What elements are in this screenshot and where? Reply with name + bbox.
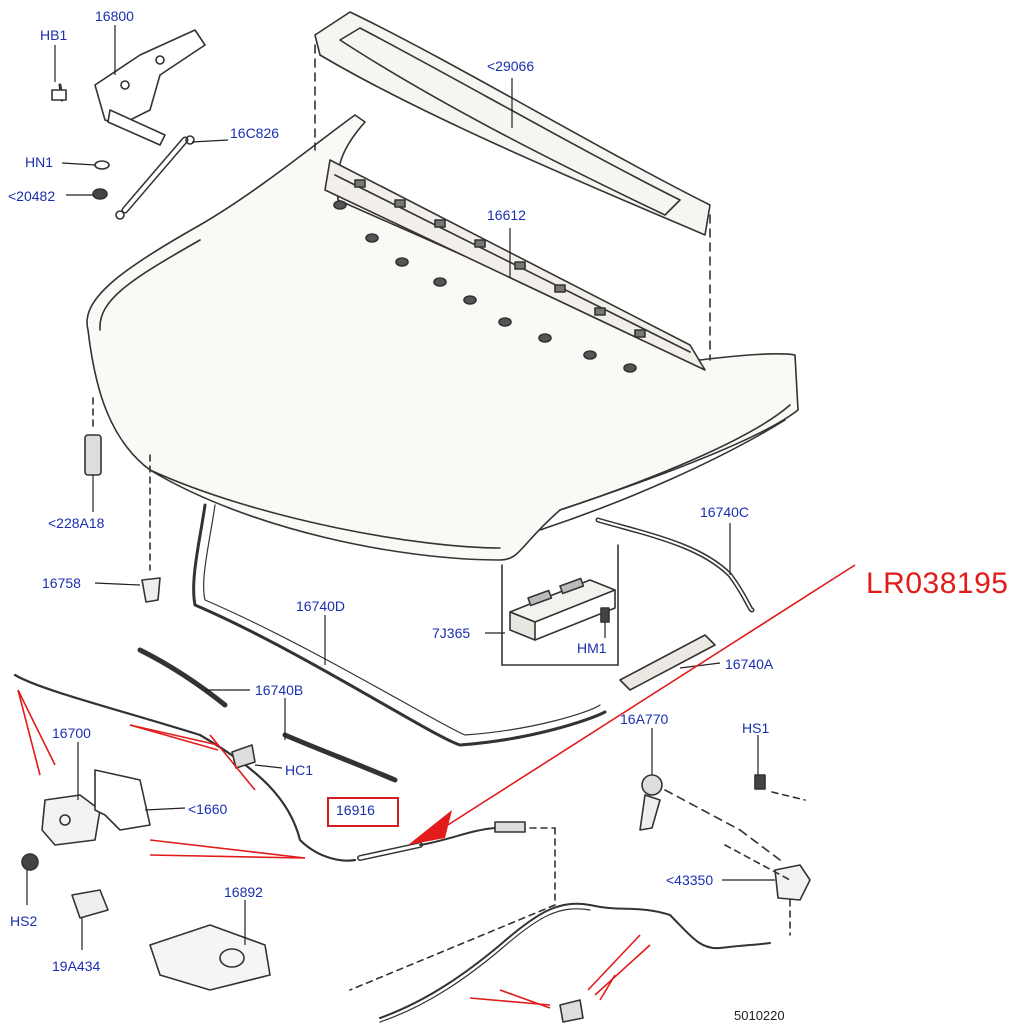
callout-43350: <43350 (666, 872, 714, 888)
callout-hs2: HS2 (10, 913, 38, 929)
highlight-box-16916 (327, 797, 399, 827)
release-cable (13, 673, 771, 1023)
bump-stop (84, 397, 151, 571)
red-arrow (408, 810, 452, 845)
callout-16740c: 16740C (700, 504, 750, 520)
callout-16740d: 16740D (296, 598, 346, 614)
release-handle (639, 774, 781, 861)
callout-1660: <1660 (188, 801, 228, 817)
callout-16c826: 16C826 (230, 125, 280, 141)
callout-16a770: 16A770 (620, 711, 669, 727)
bracket-7j365 (501, 544, 619, 666)
seal-16740d (192, 503, 607, 747)
callout-hb1: HB1 (40, 27, 68, 43)
bracket-16892 (149, 924, 271, 991)
callout-29066: <29066 (487, 58, 535, 74)
callout-16800: 16800 (95, 8, 134, 24)
callout-hm1: HM1 (577, 640, 607, 656)
hood-latch (21, 769, 151, 871)
callout-228a18: <228A18 (48, 515, 105, 531)
hood-hinge (51, 29, 206, 146)
callout-16740b: 16740B (255, 682, 304, 698)
hood-panel (86, 114, 799, 561)
callout-hs1: HS1 (742, 720, 770, 736)
safety-hook (724, 844, 811, 936)
highlight-part-number: LR038195 (866, 567, 1009, 600)
callout-16916: 16916 (336, 802, 375, 818)
callout-16612: 16612 (487, 207, 526, 223)
callout-20482: <20482 (8, 188, 56, 204)
callout-19a434: 19A434 (52, 958, 101, 974)
callout-16700: 16700 (52, 725, 91, 741)
callout-hn1: HN1 (25, 154, 54, 170)
callout-16892: 16892 (224, 884, 263, 900)
callout-7j365: 7J365 (432, 625, 471, 641)
red-annotation-lines (17, 564, 856, 1009)
callout-16740a: 16740A (725, 656, 774, 672)
gas-strut (115, 135, 195, 220)
callout-16758: 16758 (42, 575, 81, 591)
callout-hc1: HC1 (285, 762, 314, 778)
diagram-reference-number: 5010220 (734, 1008, 785, 1023)
hood-seal-strip (324, 159, 706, 373)
